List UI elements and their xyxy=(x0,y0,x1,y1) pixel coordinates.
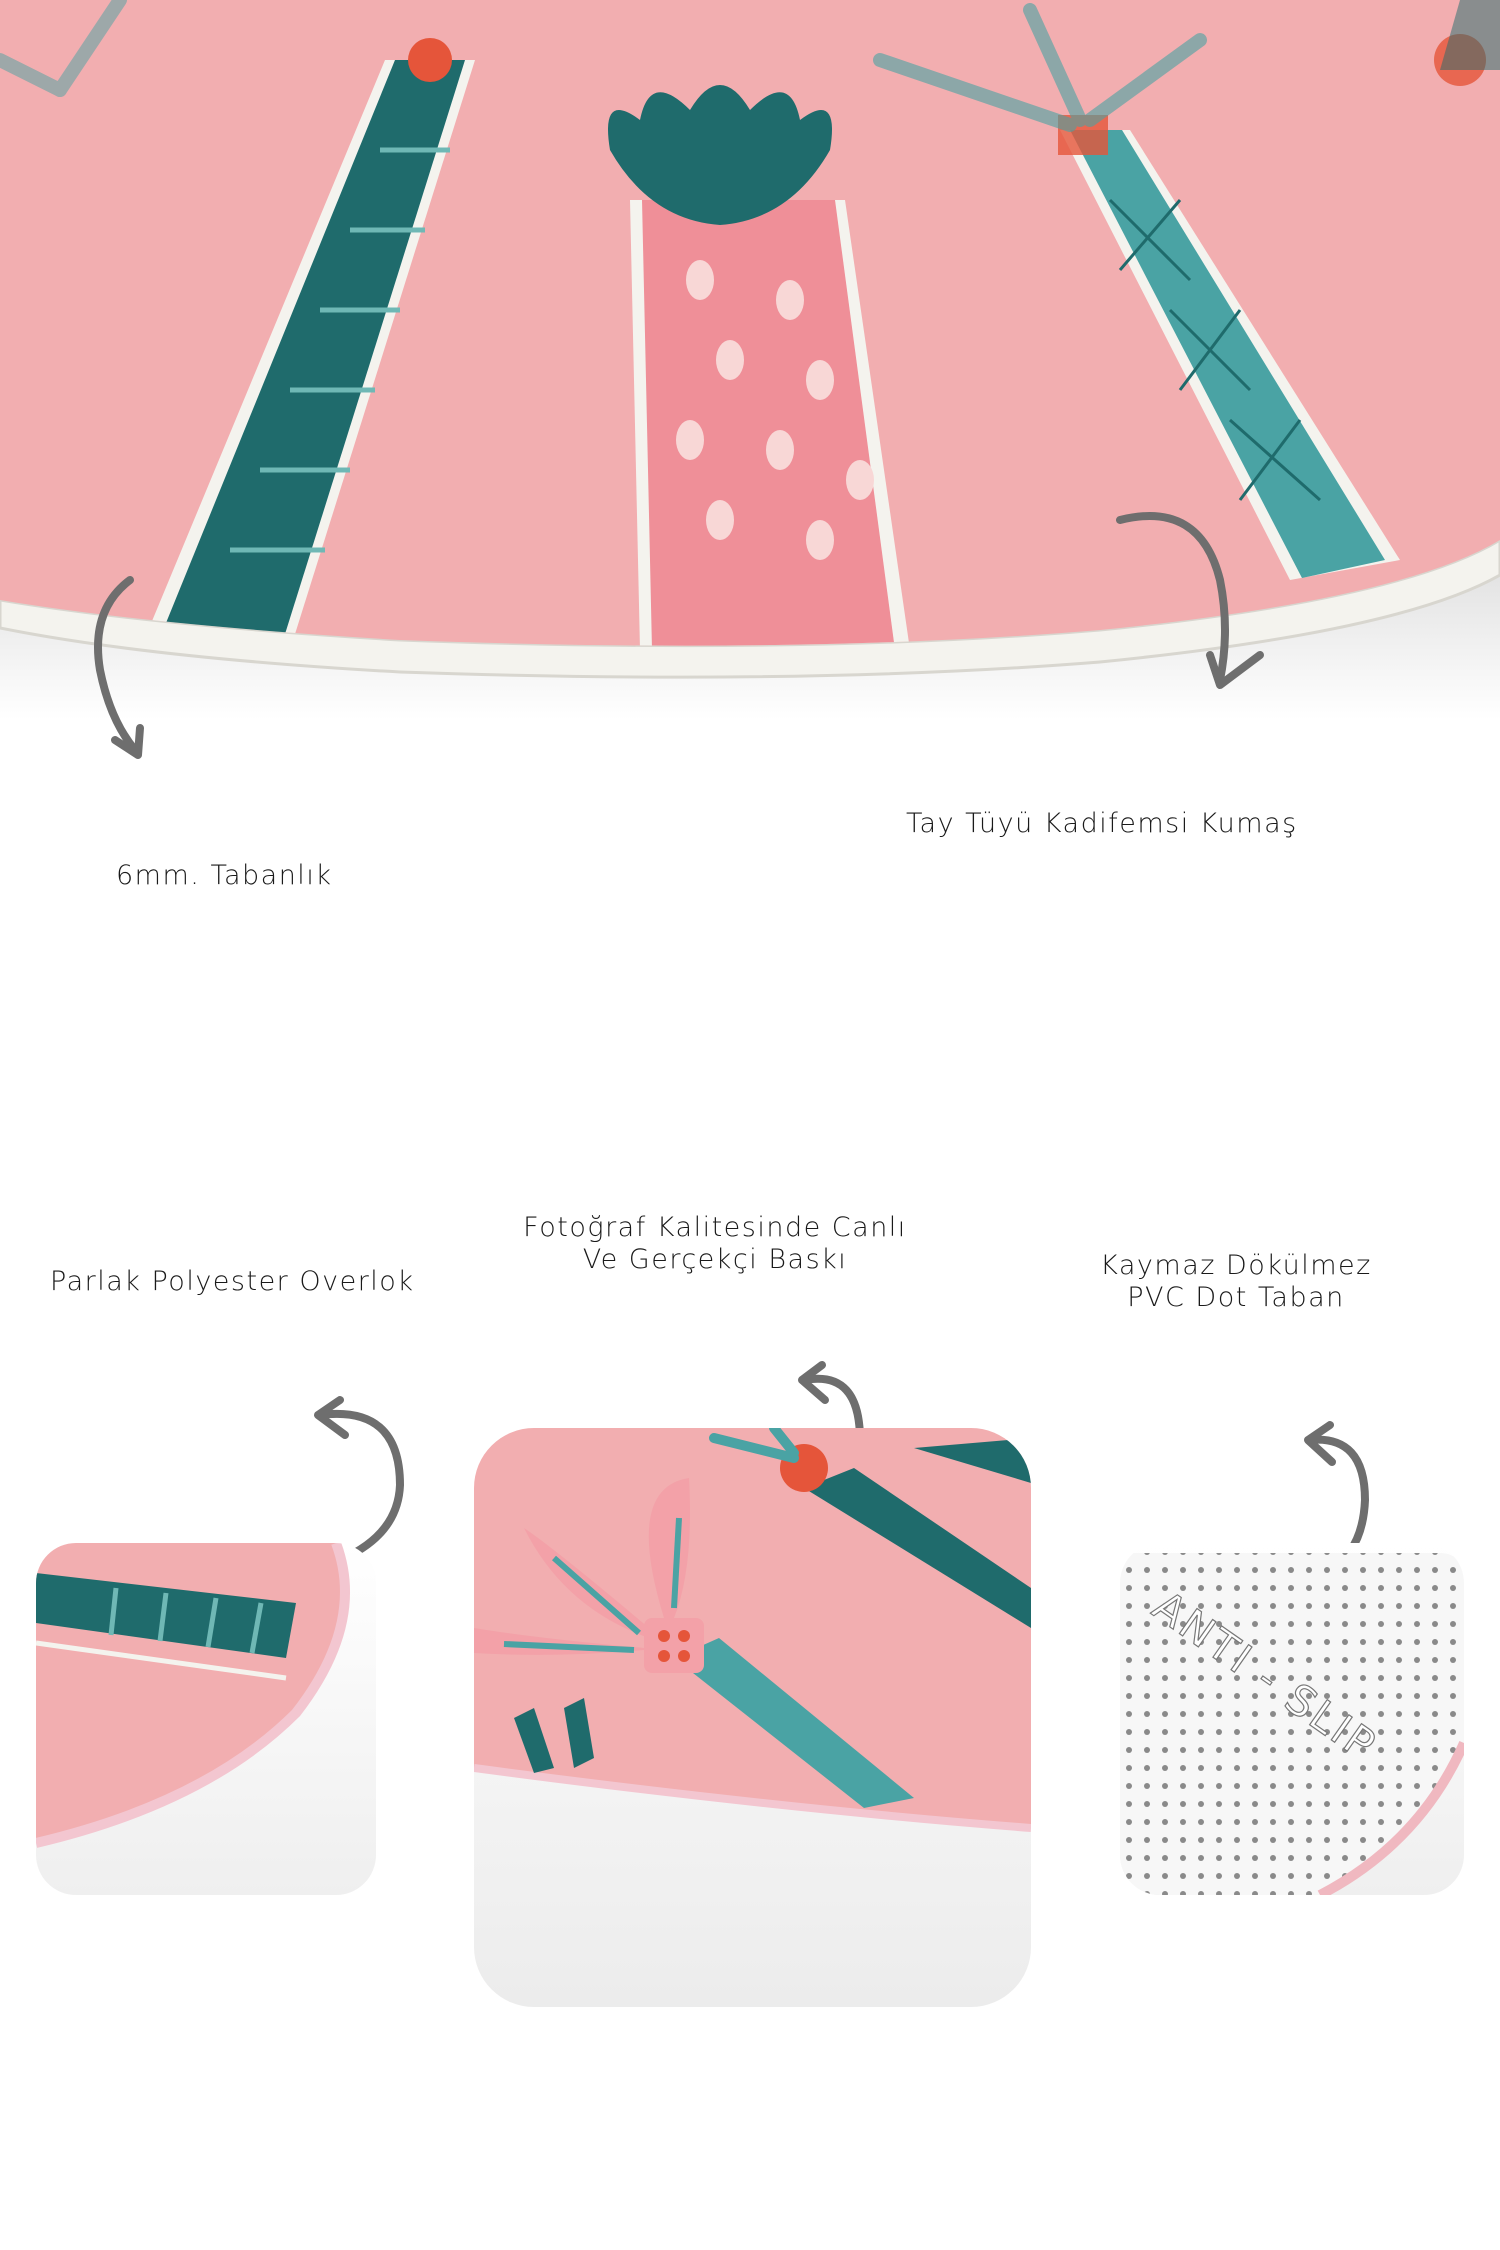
rug-closeup-image xyxy=(0,0,1500,720)
edging-label: Parlak Polyester Overlok xyxy=(50,1266,415,1297)
antislip-line2: PVC Dot Taban xyxy=(1127,1282,1345,1313)
print-detail-image xyxy=(474,1428,1031,2007)
curved-arrow-icon xyxy=(94,576,144,759)
print-quality-line2: Ve Gerçekçi Baskı xyxy=(582,1244,848,1275)
curved-arrow-icon xyxy=(1116,512,1264,689)
antislip-backing-image: ANTI - SLIP xyxy=(1120,1543,1464,1895)
base-thickness-label: 6mm. Tabanlık xyxy=(116,860,333,891)
fabric-label: Tay Tüyü Kadifemsi Kumaş xyxy=(906,808,1298,839)
print-quality-line1: Fotoğraf Kalitesinde Canlı xyxy=(523,1212,907,1243)
curved-arrow-icon xyxy=(314,1396,405,1564)
overlok-detail-image xyxy=(36,1543,376,1895)
antislip-label: Kaymaz Dökülmez PVC Dot Taban xyxy=(1080,1250,1392,1314)
print-quality-label: Fotoğraf Kalitesinde Canlı Ve Gerçekçi B… xyxy=(520,1212,910,1276)
antislip-line1: Kaymaz Dökülmez xyxy=(1100,1250,1372,1281)
